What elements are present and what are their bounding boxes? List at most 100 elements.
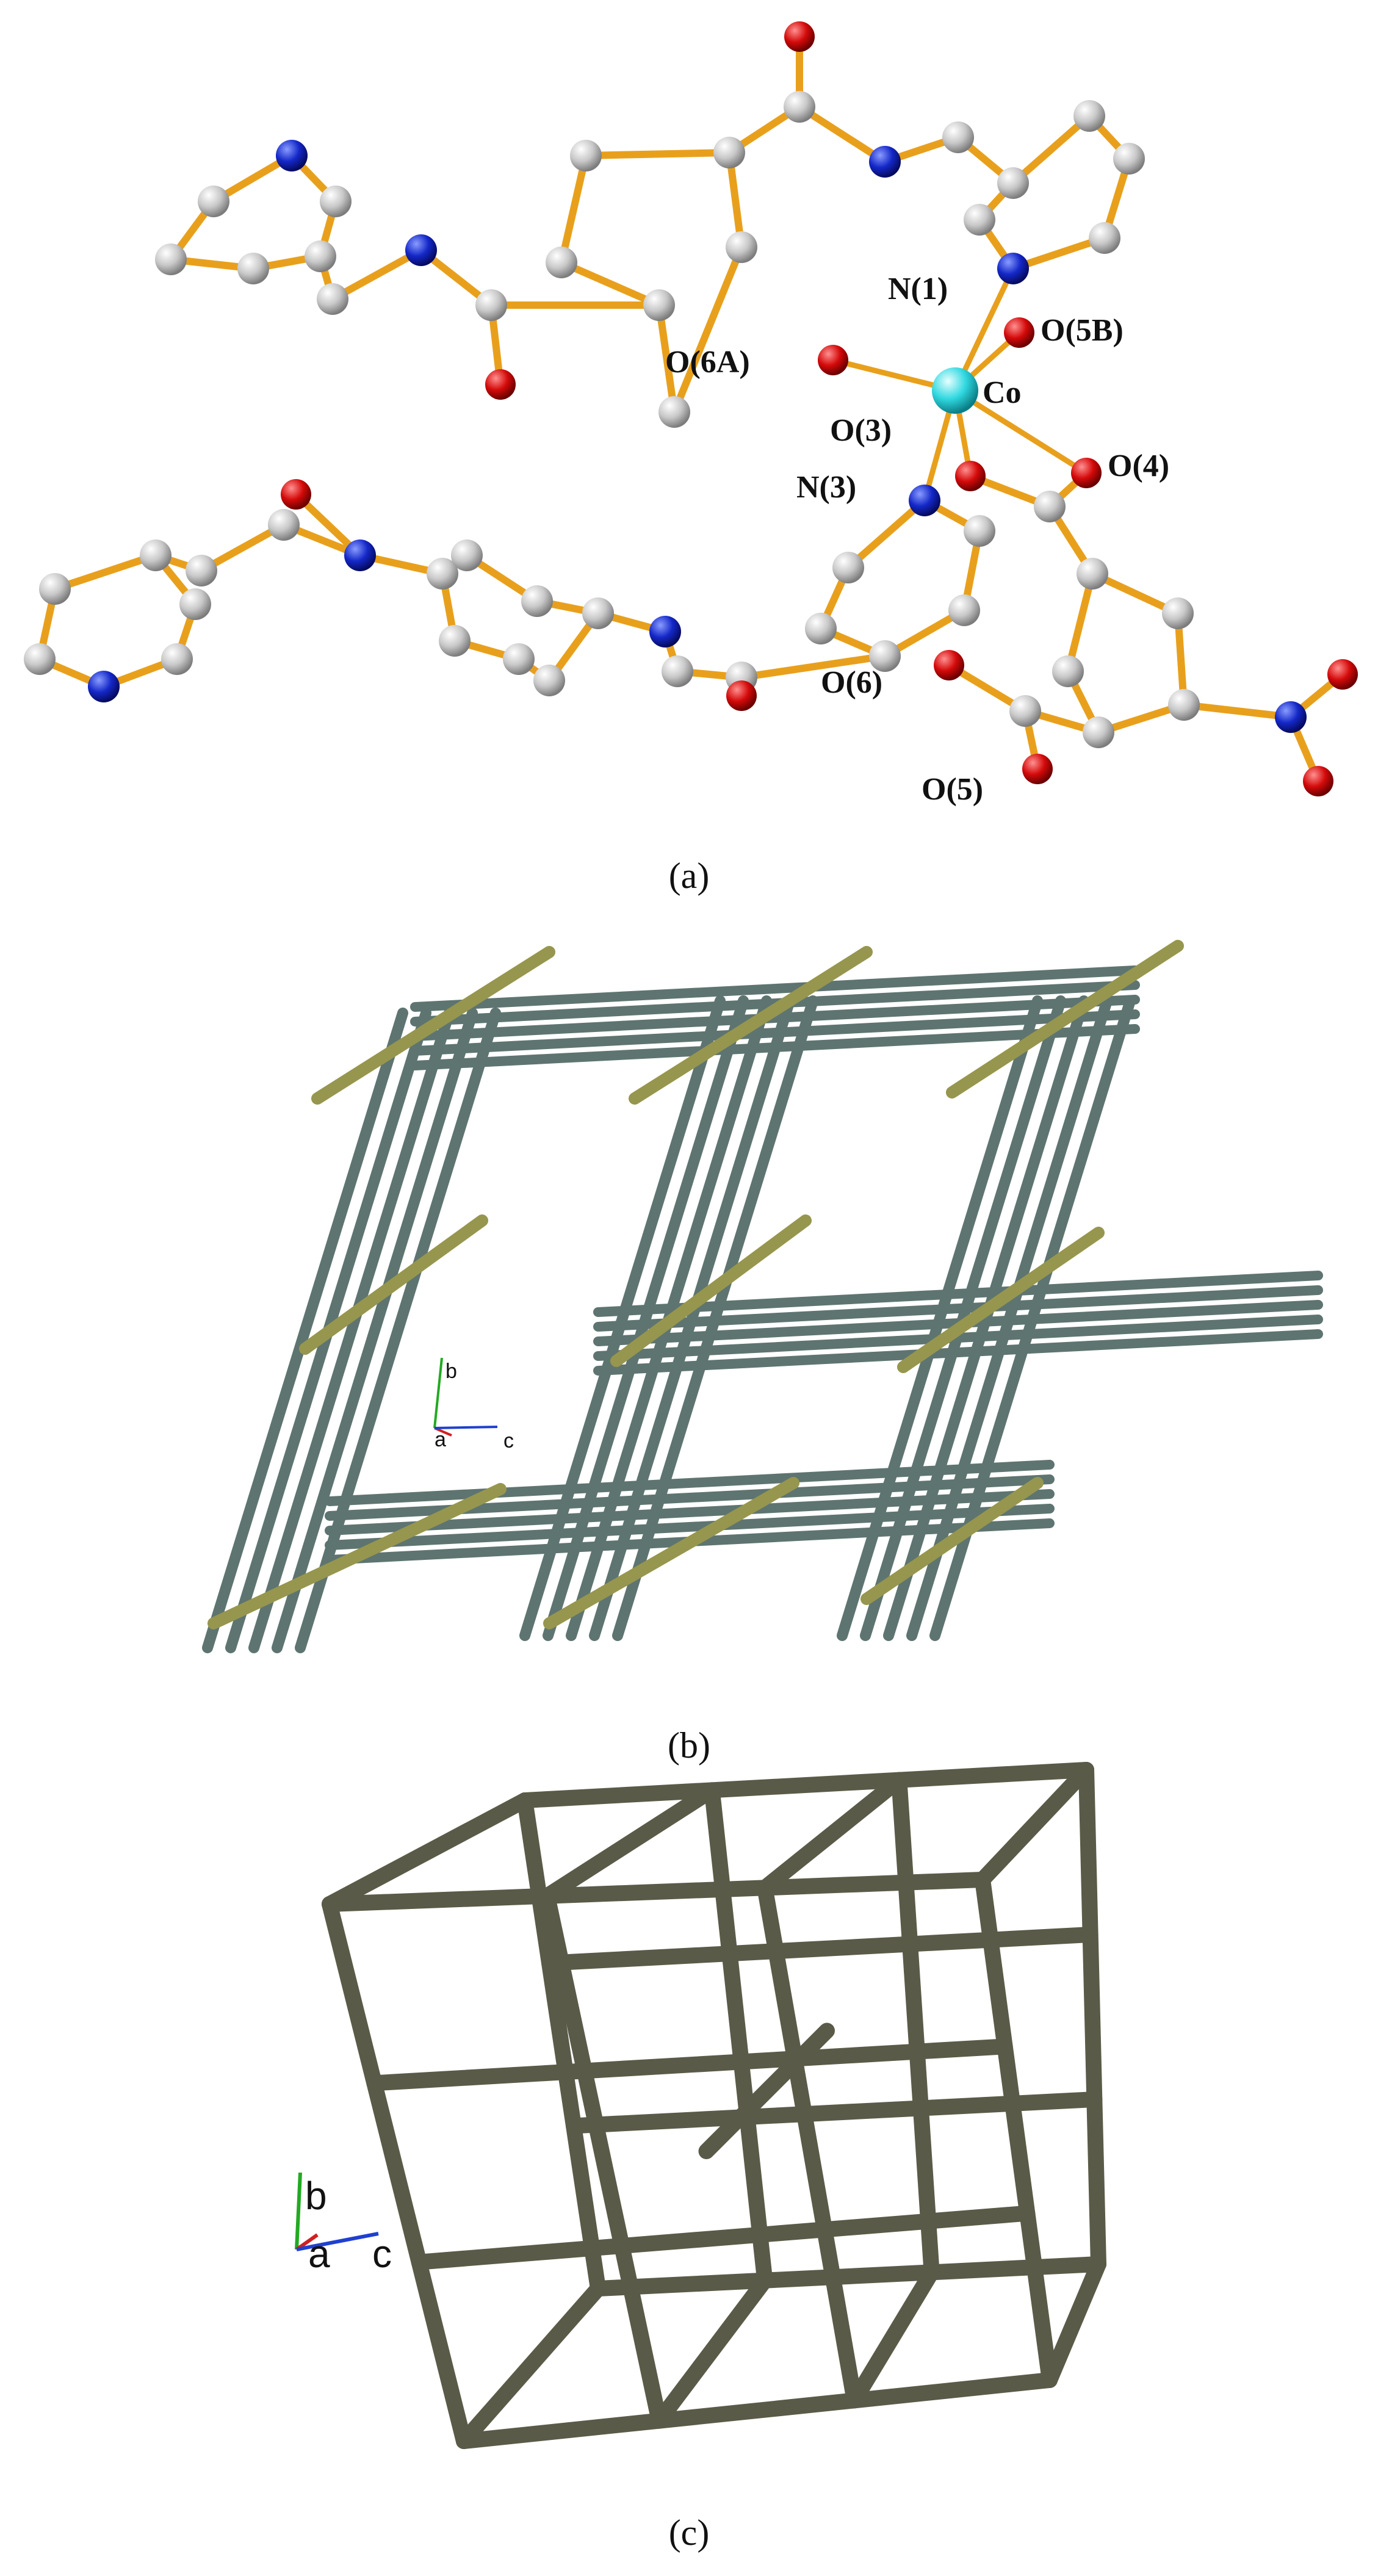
nitrogen-atom [88,671,120,702]
framework-rod-horizontal [593,1285,1323,1332]
carbon-atom [726,231,757,263]
bond [671,244,745,416]
axis-indicator-c: b a c [295,2172,392,2276]
carbon-atom [1052,655,1084,687]
net-rod [590,2256,1106,2296]
net-rod [366,2038,1013,2091]
carbon-atom [713,137,745,168]
net-rod [1042,2256,1106,2388]
atom-layer [24,21,1358,796]
carbon-atom [475,289,507,321]
oxygen-atom [818,345,848,375]
bond [329,247,425,303]
carbon-atom [320,186,352,217]
nitrogen-atom [405,234,437,266]
net-rod [757,1772,907,1896]
bond [726,149,745,251]
label-o4: O(4) [1108,449,1169,483]
carbon-atom [658,396,690,428]
oxygen-atom [934,650,964,680]
carbon-atom [140,539,171,571]
carbon-atom [186,555,217,586]
framework-node-rod [311,946,555,1105]
carbon-atom [1162,597,1194,629]
carbon-atom [643,289,675,321]
oxygen-atom [955,461,986,491]
carbon-atom [582,597,614,629]
label-co: Co [983,375,1022,410]
framework-rod-horizontal [593,1329,1323,1376]
label-n1: N(1) [888,272,948,306]
net-rod [322,1896,472,2449]
net-rod [704,1782,773,2289]
bond [558,259,663,309]
framework-rod-horizontal [410,1009,1140,1056]
carbon-atom [521,585,553,617]
net-rods [322,1762,1106,2449]
framework-rod-vertical [202,1008,408,1653]
net-rod [891,1772,940,2281]
bond [1064,570,1096,675]
carbon-atom [24,643,56,675]
framework-node-rod [610,1214,812,1367]
carbon-atom [948,594,980,626]
net-rod [456,2281,606,2449]
carbon-atom [869,640,901,672]
carbon-atom [1034,491,1066,522]
carbon-atom [451,539,483,571]
nitrogen-atom [1275,701,1307,733]
carbon-atom [1089,222,1120,254]
bond [1009,234,1108,272]
oxygen-atom [1327,659,1358,690]
framework-node-rod [543,1477,799,1629]
carbon-atom [1009,695,1041,727]
framework-rod-vertical [272,1008,478,1653]
axis-c-line [296,2232,379,2251]
net-rod [975,1762,1094,1888]
bond [655,301,678,416]
framework-node-rod [207,1483,507,1629]
carbon-atom [39,573,71,605]
nitrogen-atom [909,485,940,516]
axis-c-label: c [503,1429,514,1452]
bond [1009,112,1093,187]
carbon-atom [997,167,1029,199]
axis-a-line [434,1427,452,1437]
framework-rod-horizontal [410,965,1140,1012]
framework-rod-horizontal [410,995,1140,1041]
axis-c-label: c [372,2232,392,2276]
axis-indicator-b: b a c [433,1357,514,1452]
framework-node-rod [629,946,873,1105]
bond [1180,701,1294,721]
net-rod [566,2091,1103,2134]
framework-rod-horizontal [593,1315,1323,1361]
bond [582,149,733,159]
simplified-net-panel: b a c (c) [295,1762,1106,2553]
bond [558,152,590,266]
caption-c: (c) [669,2513,710,2553]
framework-rod-horizontal [325,1489,1055,1535]
label-o3: O(3) [830,413,892,448]
net-rod [539,1782,720,1904]
framework-rod-horizontal [410,1024,1140,1070]
net-rod [322,1872,990,1912]
net-rod [698,2022,835,2159]
net-rod [517,1792,606,2296]
carbon-atom [1073,100,1105,132]
label-n3: N(3) [796,470,856,505]
carbon-atom [546,247,577,278]
net-rod [456,2372,1058,2449]
net-rod [322,1792,533,1912]
carbon-atom [305,240,336,272]
caption-b: (b) [668,1725,710,1766]
carbon-atom [161,643,193,675]
oxygen-atom [1004,317,1034,348]
net-rod [1078,1762,1106,2272]
carbon-atom [1113,143,1145,175]
axis-c-line [434,1426,498,1429]
net-rod [517,1762,1094,1808]
net-rod [757,1880,862,2409]
cobalt-atom [932,367,978,414]
carbon-atom [533,665,565,696]
oxygen-atom [485,369,516,400]
